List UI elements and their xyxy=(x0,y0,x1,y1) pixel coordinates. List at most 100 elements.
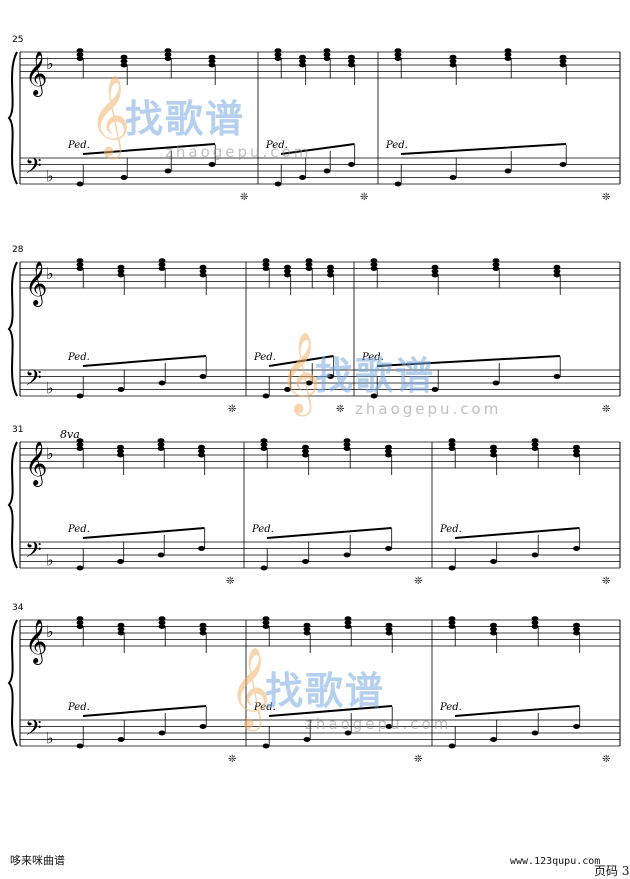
chord-notehead xyxy=(76,446,84,451)
bass-notehead xyxy=(490,559,497,564)
chord-notehead xyxy=(117,268,125,274)
chord-notehead xyxy=(490,444,497,450)
pedal-mark: Ped. xyxy=(67,524,90,535)
chord-notehead xyxy=(157,438,165,444)
bass-notehead xyxy=(344,730,352,736)
key-signature-flat-icon: ♭ xyxy=(46,622,54,641)
pedal-release-mark: ❊ xyxy=(602,192,610,203)
bass-notehead xyxy=(76,393,84,399)
chord-notehead xyxy=(370,262,378,268)
chord-notehead xyxy=(490,622,497,628)
chord-notehead xyxy=(492,266,500,271)
chord-notehead xyxy=(431,268,439,274)
pedal-release-mark: ❊ xyxy=(228,754,236,765)
bass-notehead xyxy=(302,559,309,564)
chord-notehead xyxy=(274,52,282,58)
chord-notehead xyxy=(573,444,580,450)
bass-notehead xyxy=(348,162,355,167)
bass-notehead xyxy=(117,387,125,392)
bass-notehead xyxy=(504,168,512,174)
beam xyxy=(376,355,561,367)
chord-notehead xyxy=(303,630,311,636)
pedal-mark: Ped. xyxy=(361,352,384,363)
bass-notehead xyxy=(385,546,392,551)
chord-notehead xyxy=(262,616,270,622)
chord-notehead xyxy=(385,444,392,450)
chord-notehead xyxy=(343,446,351,451)
bass-notehead xyxy=(448,743,456,749)
chord-notehead xyxy=(327,268,334,274)
chord-notehead xyxy=(198,452,205,458)
chord-notehead xyxy=(431,272,439,278)
bass-notehead xyxy=(157,552,165,558)
label-layer: 25Ped.❊Ped.❊Ped.❊28Ped.❊Ped.❊Ped.❊31Ped.… xyxy=(12,35,610,765)
pedal-mark: Ped. xyxy=(253,702,276,713)
chord-notehead xyxy=(76,616,84,622)
chord-notehead xyxy=(305,262,313,268)
pedal-release-mark: ❊ xyxy=(336,404,344,415)
chord-notehead xyxy=(559,54,567,60)
chord-notehead xyxy=(573,630,580,636)
footer-site-url[interactable]: www.123qupu.com xyxy=(510,856,601,867)
treble-clef-icon: 𝄞 xyxy=(25,51,47,97)
pedal-mark: Ped. xyxy=(67,140,90,151)
pedal-mark: Ped. xyxy=(439,524,462,535)
chord-notehead xyxy=(262,266,270,271)
chord-notehead xyxy=(385,622,393,628)
chord-notehead xyxy=(449,58,457,64)
pedal-mark: Ped. xyxy=(265,140,288,151)
measure-number: 34 xyxy=(12,603,24,613)
chord-notehead xyxy=(449,54,457,60)
pedal-release-mark: ❊ xyxy=(602,404,610,415)
bass-notehead xyxy=(120,175,128,180)
chord-notehead xyxy=(158,624,166,629)
chord-notehead xyxy=(348,54,355,60)
chord-notehead xyxy=(305,266,313,271)
chord-notehead xyxy=(164,52,172,58)
key-signature-flat-icon: ♭ xyxy=(46,729,54,748)
bass-clef-icon: 𝄢 xyxy=(25,716,42,746)
chord-notehead xyxy=(117,452,124,458)
chord-notehead xyxy=(76,442,84,448)
treble-clef-icon: 𝄞 xyxy=(25,441,47,487)
bass-notehead xyxy=(531,730,539,736)
chord-notehead xyxy=(385,626,393,632)
beam xyxy=(82,355,207,367)
chord-notehead xyxy=(199,626,207,632)
chord-notehead xyxy=(448,438,456,444)
chord-notehead xyxy=(199,622,207,628)
chord-notehead xyxy=(531,620,539,626)
pedal-mark: Ped. xyxy=(385,140,408,151)
chord-notehead xyxy=(385,630,393,636)
bass-notehead xyxy=(559,162,567,167)
chord-notehead xyxy=(158,258,166,264)
chord-notehead xyxy=(117,626,125,632)
chord-notehead xyxy=(199,630,207,636)
chord-notehead xyxy=(299,58,306,64)
bass-notehead xyxy=(76,743,84,749)
key-signature-flat-icon: ♭ xyxy=(46,444,54,463)
bass-notehead xyxy=(76,565,84,571)
chord-notehead xyxy=(117,622,125,628)
chord-notehead xyxy=(76,48,84,54)
chord-notehead xyxy=(76,438,84,444)
bass-notehead xyxy=(531,552,539,558)
chord-notehead xyxy=(274,56,282,61)
chord-notehead xyxy=(343,438,351,444)
bass-notehead xyxy=(198,546,205,551)
chord-notehead xyxy=(76,56,84,61)
beam xyxy=(280,143,355,155)
chord-notehead xyxy=(76,620,84,626)
bass-notehead xyxy=(76,181,84,187)
chord-notehead xyxy=(157,442,165,448)
pedal-release-mark: ❊ xyxy=(602,754,610,765)
bass-notehead xyxy=(327,374,334,379)
bass-notehead xyxy=(305,380,313,386)
footer-source-label: 哆来咪曲谱 xyxy=(10,854,65,867)
beam xyxy=(82,705,207,717)
bass-notehead xyxy=(117,737,125,742)
bass-notehead xyxy=(199,724,207,729)
chord-notehead xyxy=(344,624,352,629)
chord-notehead xyxy=(302,448,309,454)
